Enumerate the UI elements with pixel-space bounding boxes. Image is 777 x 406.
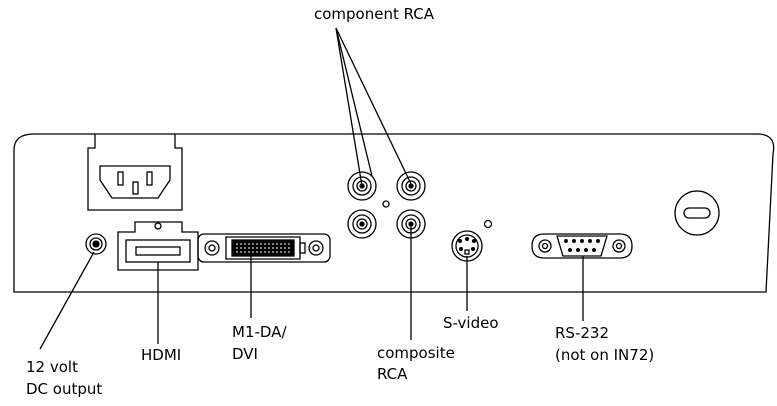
label-m1-dvi-line1: M1-DA/ (232, 323, 287, 341)
label-dc-output-line1: 12 volt (26, 358, 78, 376)
svideo-port (451, 219, 493, 262)
label-composite-line2: RCA (377, 365, 408, 383)
leader-dc-output (39, 251, 95, 350)
leader-component-1 (335, 27, 363, 187)
label-svideo: S-video (443, 314, 499, 332)
panel-outline (13, 133, 775, 293)
label-rs232-line2: (not on IN72) (555, 346, 655, 364)
leader-component-3 (335, 27, 413, 187)
leader-lines (39, 27, 584, 350)
label-dc-output-line2: DC output (26, 380, 103, 398)
security-lock-slot (674, 190, 720, 236)
component-rca-jacks (347, 171, 426, 239)
dc-output-jack (85, 233, 107, 255)
label-component-rca: component RCA (314, 5, 435, 23)
leader-component-2 (335, 27, 373, 177)
label-composite-line1: composite (377, 344, 455, 362)
rs232-port (531, 233, 633, 259)
ac-power-inlet (87, 134, 183, 211)
label-rs232-line1: RS-232 (555, 324, 609, 342)
dvi-port (197, 233, 331, 263)
label-hdmi: HDMI (141, 346, 182, 364)
label-m1-dvi-line2: DVI (232, 345, 258, 363)
